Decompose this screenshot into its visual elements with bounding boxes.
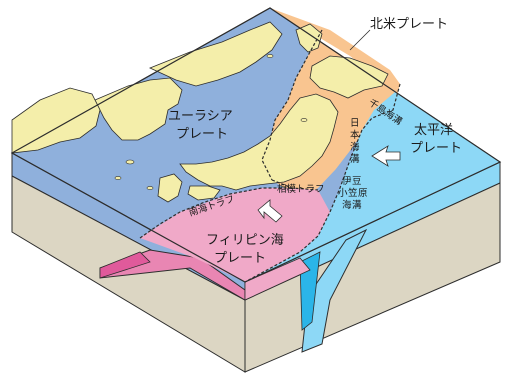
north-american-leader [349, 29, 371, 51]
plate-motion-arrows [257, 145, 401, 223]
land-island-2 [114, 176, 122, 180]
land-island-4 [266, 54, 274, 58]
label-japan-trench-char-2: 本 [350, 129, 360, 141]
land-kyushu [157, 173, 183, 203]
label-philippine-plate-line2: プレート [214, 251, 266, 266]
label-pacific-plate-line1: 太平洋 [414, 123, 453, 138]
boundary-eurasia-north-america [261, 29, 323, 181]
label-japan-trench-char-4: 溝 [350, 153, 360, 165]
land-hokkaido [309, 55, 389, 99]
label-izu-trench-char-1: 伊 [342, 175, 352, 187]
north-american-plate-area-2 [270, 8, 400, 172]
block-top-surface [10, 7, 502, 283]
label-north-american-plate: 北米プレート [370, 17, 448, 32]
label-izu-trench-char-7: 溝 [352, 199, 362, 211]
boundary-japan-kuril-trench [244, 83, 401, 283]
land-island-1 [125, 159, 135, 165]
label-japan-trench-char-3: 海 [350, 141, 360, 153]
land-shikoku [187, 185, 221, 201]
label-izu-trench-char-3: 小 [338, 188, 348, 199]
philippine-motion-arrow-icon [257, 199, 283, 223]
pacific-motion-arrow-icon [371, 145, 401, 167]
plate-labels: 北米プレート ユーラシア プレート 太平洋 プレート フィリピン海 プレート [168, 17, 462, 266]
label-izu-trench-char-5: 原 [358, 188, 368, 199]
block-right-face [244, 161, 501, 373]
pacific-plate-area [245, 92, 500, 282]
boundary-sagami-trough [271, 179, 319, 191]
land-mainland-east [148, 21, 283, 87]
label-eurasian-plate-line1: ユーラシア [168, 109, 233, 124]
label-sagami-trough: 相模トラフ [277, 183, 325, 195]
block-front-face [11, 152, 246, 373]
label-pacific-plate-line2: プレート [410, 141, 462, 156]
philippine-wedge-right [244, 257, 311, 301]
philippine-slab-tip [99, 251, 151, 279]
land-mainland-north [11, 87, 101, 154]
label-japan-trench-char-1: 日 [350, 118, 360, 129]
land-honshu [179, 93, 339, 191]
label-izu-trench-char-4: 笠 [348, 187, 358, 199]
label-eurasian-plate-line2: プレート [176, 127, 228, 142]
block-top-outline [10, 7, 502, 283]
land-island-3 [146, 186, 154, 190]
label-izu-trench-char-6: 海 [342, 199, 352, 211]
label-izu-trench-char-2: 豆 [352, 176, 362, 187]
label-philippine-plate-line1: フィリピン海 [206, 233, 284, 248]
philippine-sea-plate-area [140, 188, 330, 282]
land-island-5 [300, 118, 308, 122]
land-sakhalin [295, 23, 323, 53]
